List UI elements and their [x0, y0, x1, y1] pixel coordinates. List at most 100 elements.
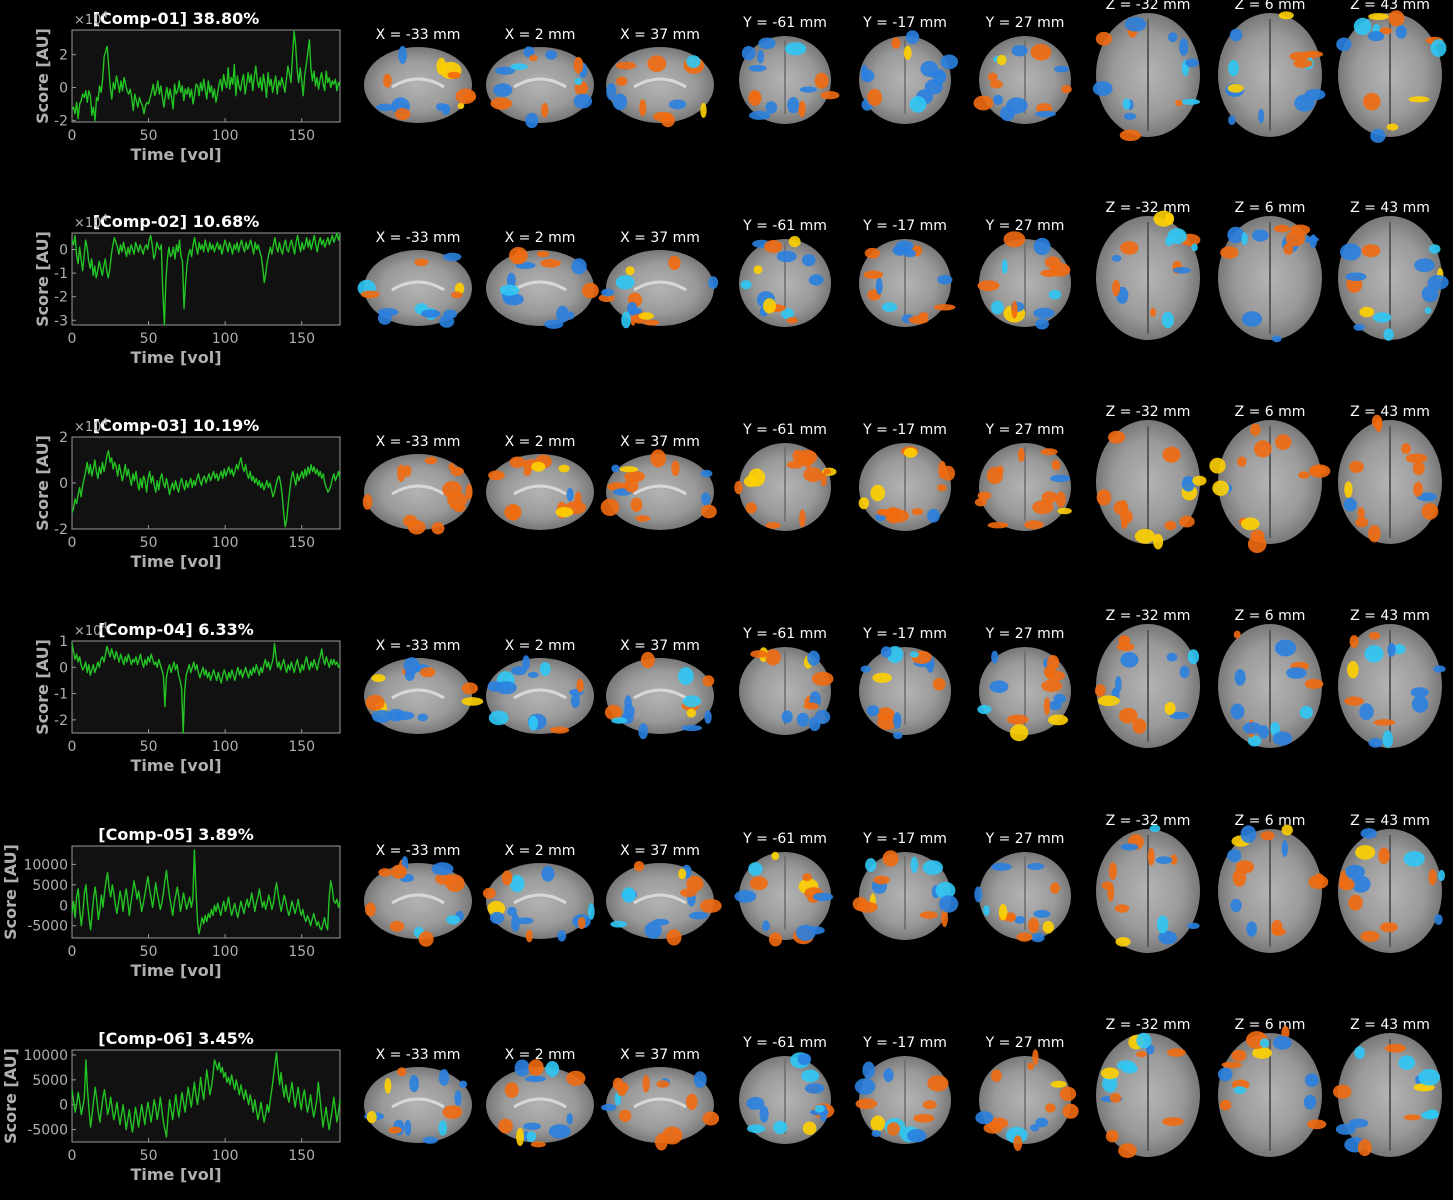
- x-axis-label: Time [vol]: [130, 552, 221, 571]
- activation-blob: [1421, 503, 1439, 520]
- corpus-callosum: [513, 280, 567, 292]
- activation-blob: [1403, 1114, 1421, 1121]
- activation-blob: [686, 708, 696, 718]
- activation-blob: [792, 449, 803, 463]
- activation-blob: [987, 72, 998, 82]
- x-tick-label: 50: [140, 535, 158, 551]
- activation-blob: [1227, 83, 1244, 93]
- axial-brain-slice-8: Z = 6 mm: [1218, 608, 1324, 748]
- activation-blob: [877, 714, 897, 730]
- activation-blob: [1050, 882, 1060, 894]
- activation-blob: [576, 678, 584, 693]
- activation-blob: [409, 1074, 419, 1093]
- activation-blob: [1027, 862, 1045, 871]
- activation-blob: [365, 902, 376, 917]
- activation-blob: [1398, 1055, 1416, 1070]
- activation-blob: [1433, 665, 1446, 673]
- corpus-callosum: [391, 1097, 445, 1109]
- activation-blob: [983, 905, 990, 916]
- activation-blob: [749, 876, 769, 891]
- activation-blob: [927, 1075, 949, 1092]
- activation-blob: [509, 874, 525, 893]
- activation-blob: [1303, 1094, 1317, 1110]
- activation-blob: [383, 73, 392, 88]
- activation-blob: [678, 667, 694, 686]
- activation-blob: [640, 651, 655, 669]
- activation-blob: [784, 42, 807, 56]
- y-axis-label: Score [AU]: [1, 1048, 20, 1144]
- activation-blob: [991, 862, 1012, 871]
- activation-blob: [1349, 635, 1359, 648]
- activation-blob: [556, 305, 569, 323]
- activation-blob: [544, 319, 564, 329]
- y-axis-label: Score [AU]: [33, 435, 52, 531]
- activation-blob: [1033, 237, 1051, 256]
- activation-blob: [788, 236, 801, 248]
- slice-label: Y = -61 mm: [742, 218, 827, 234]
- activation-blob: [750, 650, 768, 658]
- slice-label: Z = -32 mm: [1106, 608, 1191, 624]
- brain-tissue: [606, 1067, 714, 1143]
- activation-blob: [935, 881, 956, 900]
- coronal-brain-slice-4: Y = -61 mm: [734, 422, 837, 531]
- activation-blob: [903, 249, 917, 258]
- activation-blob: [1001, 259, 1008, 274]
- activation-blob: [1228, 60, 1239, 77]
- corpus-callosum: [633, 280, 687, 292]
- axial-brain-slice-7: Z = -32 mm: [1096, 200, 1201, 340]
- activation-blob: [1158, 930, 1178, 945]
- activation-blob: [991, 1069, 1002, 1082]
- activation-blob: [1285, 230, 1306, 247]
- slice-label: Z = -32 mm: [1106, 813, 1191, 829]
- activation-blob: [680, 888, 697, 898]
- activation-blob: [601, 1103, 617, 1112]
- slice-label: X = 2 mm: [505, 27, 576, 43]
- activation-blob: [1289, 51, 1310, 61]
- activation-blob: [802, 873, 812, 882]
- activation-blob: [700, 899, 722, 913]
- activation-blob: [701, 492, 711, 506]
- x-axis-label: Time [vol]: [130, 145, 221, 164]
- slice-label: X = 2 mm: [505, 434, 576, 450]
- y-tick-label: -1: [54, 266, 68, 282]
- activation-blob: [1271, 919, 1283, 936]
- activation-blob: [1371, 414, 1383, 429]
- activation-blob: [1166, 652, 1178, 662]
- activation-blob: [852, 897, 869, 911]
- activation-blob: [1033, 307, 1055, 319]
- activation-blob: [1179, 38, 1189, 56]
- activation-blob: [1246, 921, 1257, 937]
- activation-blob: [1241, 517, 1260, 531]
- activation-blob: [615, 275, 635, 290]
- activation-blob: [1252, 1047, 1272, 1059]
- y-tick-label: 1: [59, 634, 68, 650]
- slice-label: X = 37 mm: [620, 434, 700, 450]
- activation-blob: [1230, 898, 1242, 913]
- activation-blob: [1382, 730, 1394, 748]
- activation-blob: [530, 1141, 546, 1148]
- activation-blob: [820, 91, 840, 100]
- activation-blob: [1120, 843, 1139, 851]
- activation-blob: [587, 903, 595, 920]
- activation-blob: [1414, 258, 1435, 273]
- x-tick-label: 50: [140, 1148, 158, 1164]
- sagittal-brain-slice-2: X = 2 mm: [486, 230, 599, 329]
- activation-blob: [566, 1113, 573, 1125]
- activation-blob: [418, 931, 434, 947]
- axial-brain-slice-9: Z = 43 mm: [1338, 608, 1446, 748]
- activation-blob: [909, 651, 919, 658]
- activation-blob: [1123, 112, 1137, 120]
- activation-blob: [1353, 17, 1372, 36]
- activation-blob: [606, 83, 617, 101]
- activation-blob: [1185, 58, 1199, 68]
- activation-blob: [490, 911, 505, 925]
- chart-title: [Comp-04] 6.33%: [98, 620, 253, 639]
- x-tick-label: 150: [288, 1148, 315, 1164]
- activation-blob: [1237, 456, 1247, 467]
- slice-label: Y = -61 mm: [742, 831, 827, 847]
- activation-blob: [1057, 507, 1072, 515]
- activation-blob: [1395, 25, 1407, 39]
- activation-blob: [1095, 31, 1112, 46]
- y-tick-label: 0: [59, 243, 68, 259]
